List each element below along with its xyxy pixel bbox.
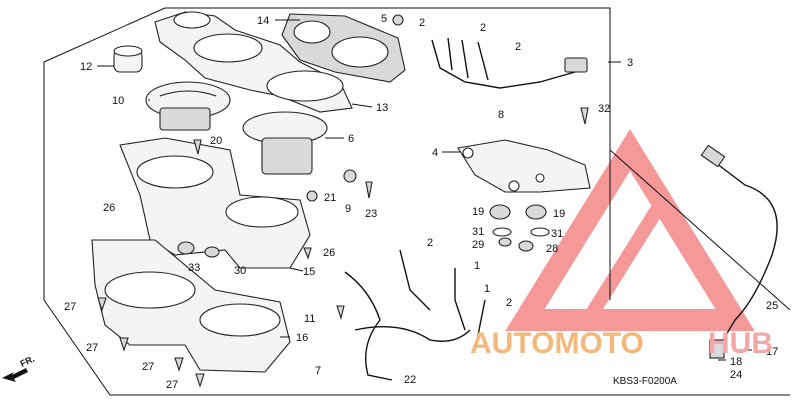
part-label-15: 15 [303, 266, 315, 278]
part-label-2e: 2 [506, 297, 512, 309]
part-label-31a: 31 [472, 226, 484, 238]
part-label-21: 21 [324, 192, 336, 204]
front-direction-arrow: FR. [2, 354, 36, 382]
part-label-2d: 2 [427, 237, 433, 249]
part-label-11: 11 [304, 313, 315, 325]
part-label-26b: 26 [323, 247, 335, 259]
part-label-27d: 27 [166, 379, 178, 391]
part-label-20: 20 [210, 135, 222, 147]
part-label-27b: 27 [86, 342, 98, 354]
part-label-30: 30 [234, 265, 246, 277]
watermark-text-part2: HUB [708, 327, 773, 360]
watermark-text: AUTOMOTO HUB [470, 327, 773, 360]
meter-case-lower-part [119, 137, 311, 269]
part-label-17: 17 [766, 346, 778, 358]
part-label-10: 10 [112, 95, 124, 107]
assembly-border [43, 7, 791, 396]
part-label-13: 13 [376, 102, 388, 114]
part-label-31b: 31 [551, 228, 563, 240]
part-label-4: 4 [432, 147, 438, 159]
part-label-12: 12 [80, 61, 92, 73]
part-label-33: 33 [188, 262, 200, 274]
part-label-9: 9 [345, 203, 351, 215]
part-label-29: 29 [472, 239, 484, 251]
part-label-8: 8 [498, 109, 504, 121]
front-direction-label: FR. [19, 354, 36, 369]
part-label-25: 25 [766, 300, 778, 312]
part-label-32: 32 [598, 103, 610, 115]
part-label-22: 22 [404, 374, 416, 386]
meter-upper-cover-part [281, 13, 406, 83]
watermark-text-part1: AUTOMOTO [470, 327, 644, 360]
meter-bracket-part [457, 139, 591, 193]
part-label-5: 5 [381, 13, 387, 25]
part-label-23: 23 [365, 208, 377, 220]
part-label-26a: 26 [103, 202, 115, 214]
meter-cover-part [91, 239, 291, 373]
wire-harness-lower-part [344, 249, 486, 381]
part-label-2a: 2 [419, 17, 425, 29]
part-label-14: 14 [257, 15, 269, 27]
trip-knob-part [113, 45, 143, 73]
part-label-2c: 2 [515, 41, 521, 53]
part-label-3: 3 [627, 57, 633, 69]
meter-case-upper-part [154, 11, 353, 113]
part-label-24: 24 [730, 369, 742, 381]
grommets-part [489, 204, 550, 252]
part-label-19a: 19 [472, 206, 484, 218]
watermark-logo [505, 129, 755, 331]
part-label-19b: 19 [553, 208, 565, 220]
drawing-code: KBS3-F0200A [613, 376, 677, 387]
part-label-27c: 27 [142, 361, 154, 373]
screws-part [97, 14, 589, 388]
speedometer-part [145, 81, 231, 131]
wire-harness-upper-part [431, 37, 588, 89]
speedometer-cable-part [700, 144, 778, 359]
part-label-2b: 2 [480, 22, 486, 34]
part-label-6: 6 [348, 133, 354, 145]
part-labels: 14 5 2 2 2 3 12 10 13 8 32 6 20 4 21 9 2… [64, 13, 778, 391]
leader-lines [97, 19, 752, 361]
part-label-28: 28 [546, 243, 558, 255]
part-label-18: 18 [730, 356, 742, 368]
part-label-1b: 1 [484, 283, 490, 295]
part-label-16: 16 [296, 332, 308, 344]
part-label-1a: 1 [474, 260, 480, 272]
part-label-7: 7 [315, 365, 321, 377]
part-label-27a: 27 [64, 301, 76, 313]
tachometer-part [242, 111, 328, 175]
